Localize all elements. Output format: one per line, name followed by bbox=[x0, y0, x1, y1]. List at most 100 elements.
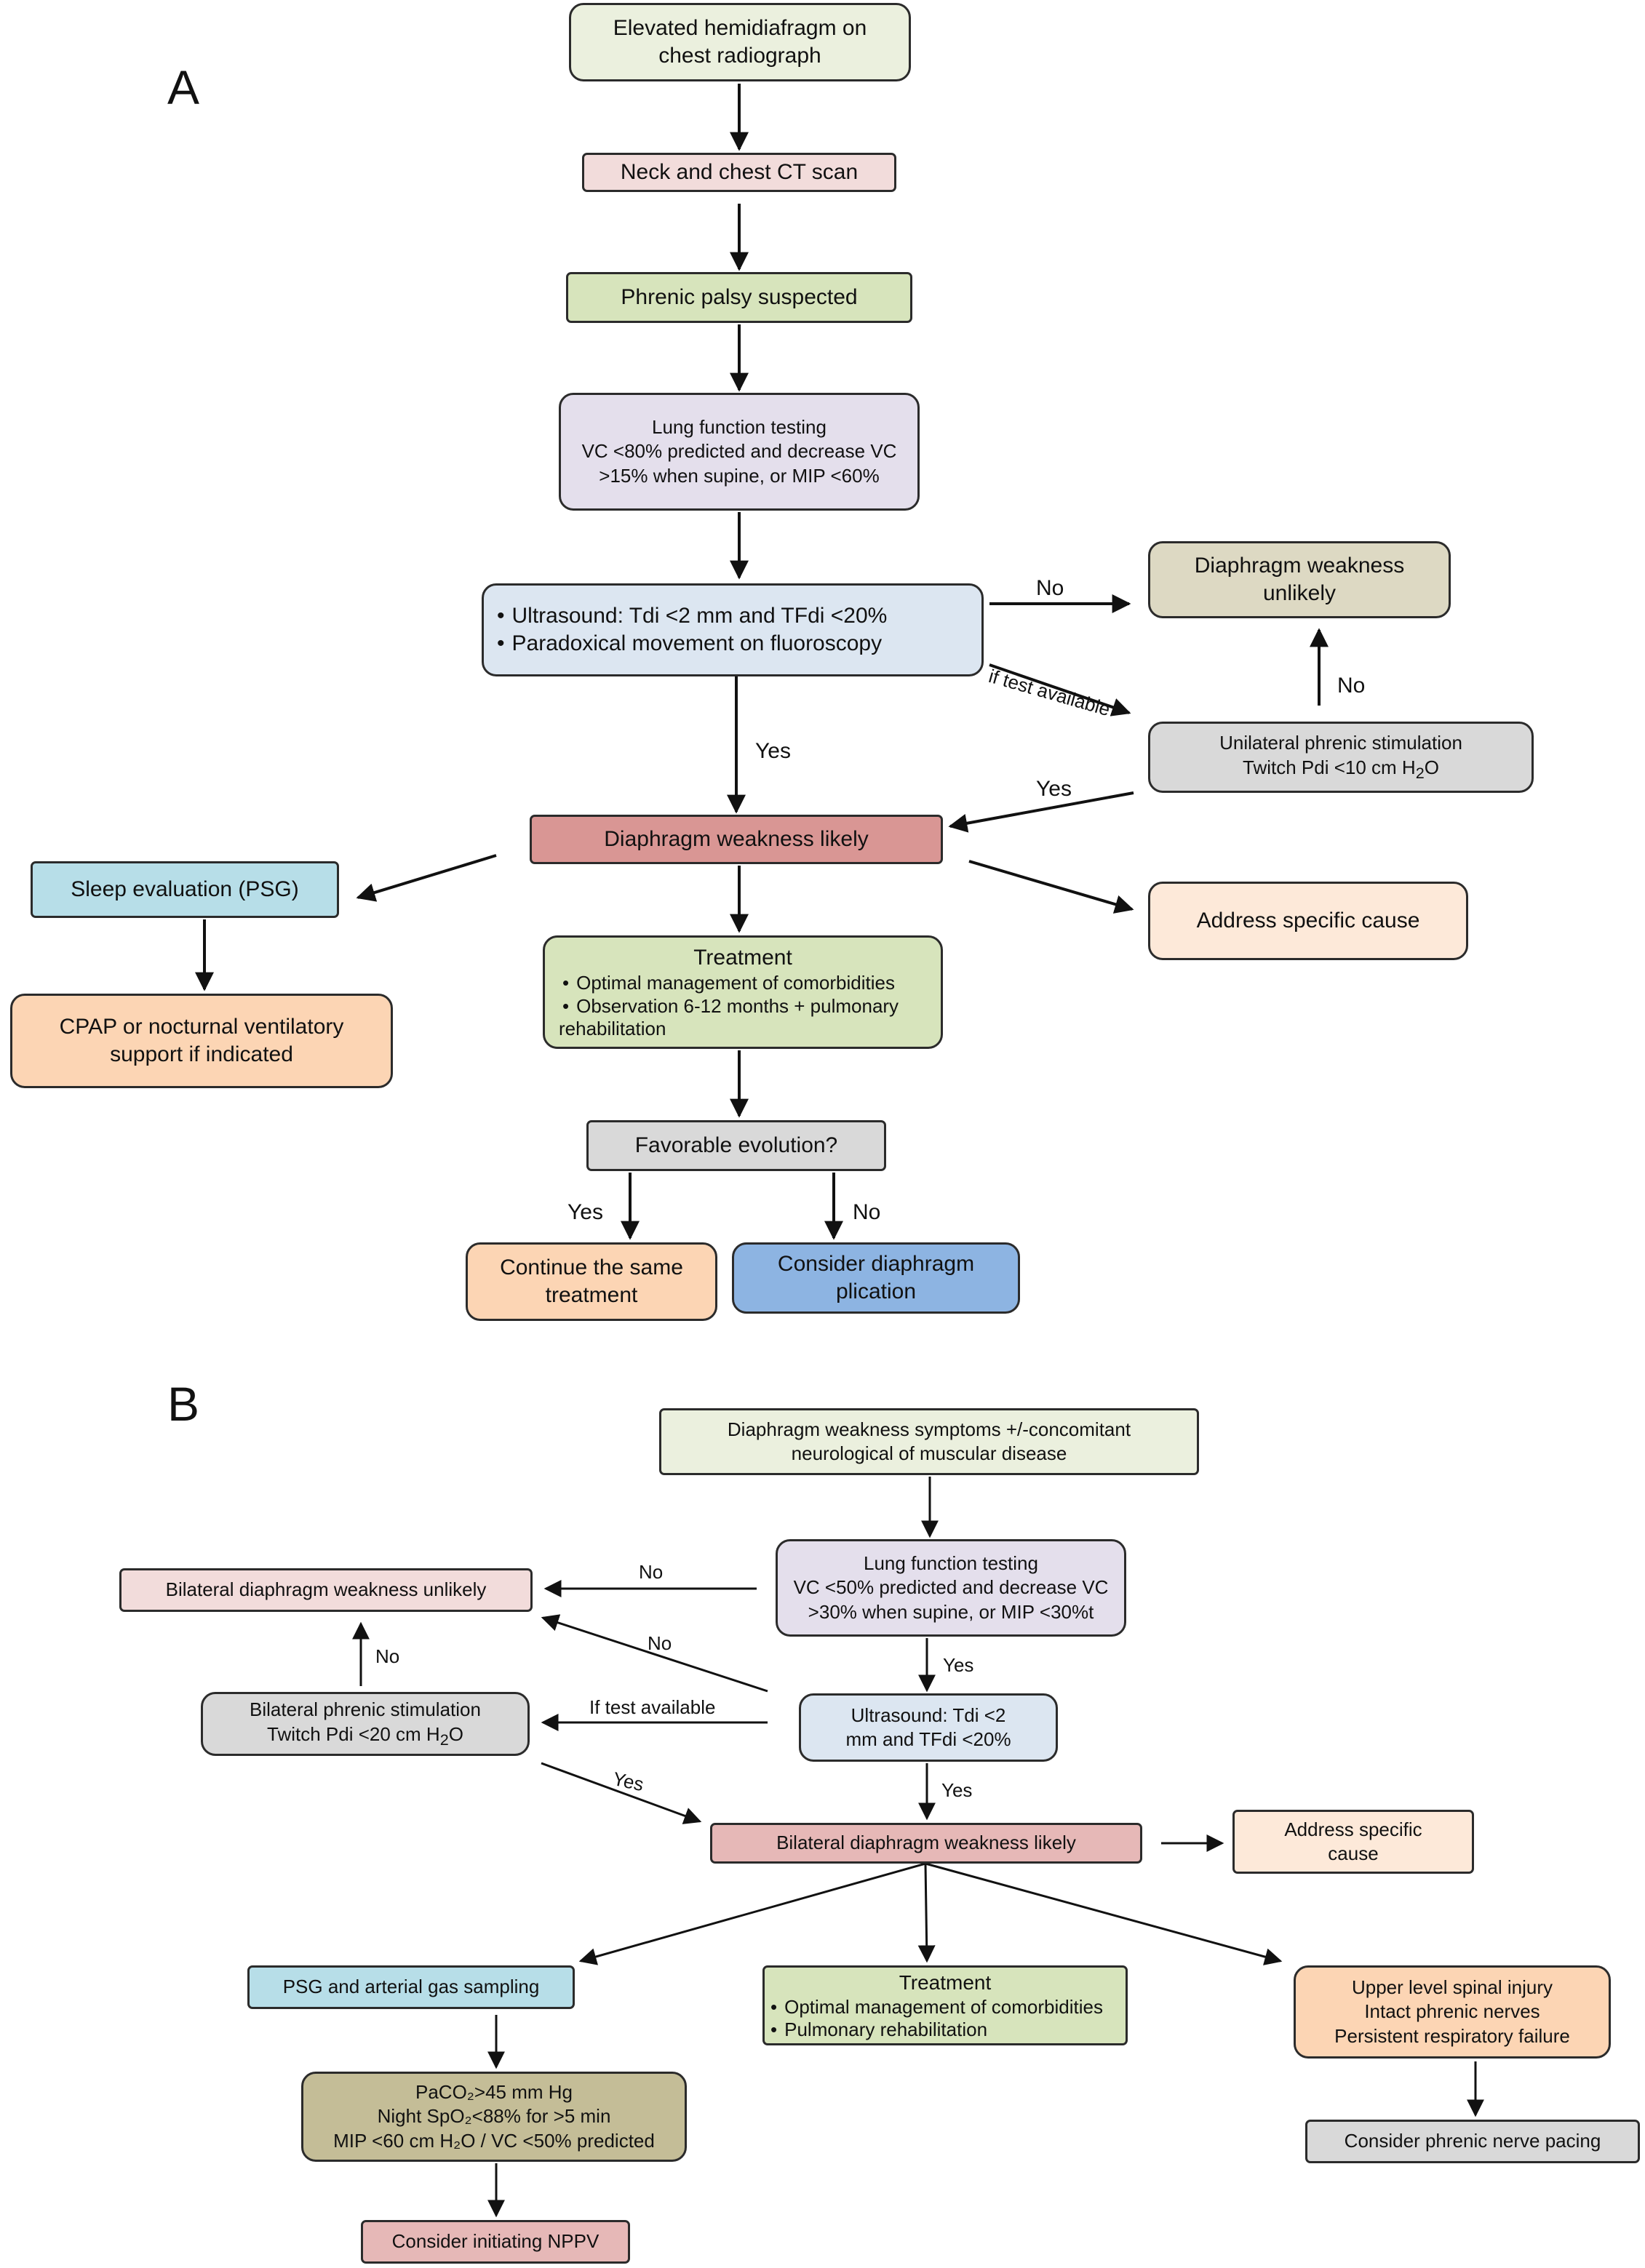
a-continue-line-1: Continue the same bbox=[500, 1255, 683, 1279]
b-gas-line-2: Night SpO₂<88% for >5 min bbox=[377, 2105, 611, 2128]
b-if-test-label: If test available bbox=[589, 1696, 716, 1718]
b-cause-line-2: cause bbox=[1328, 1842, 1379, 1864]
b-start-node: Diaphragm weakness symptoms +/-concomita… bbox=[659, 1408, 1199, 1475]
b-unlikely-label: Bilateral diaphragm weakness unlikely bbox=[165, 1578, 487, 1601]
a-start-node: Elevated hemidiafragm on chest radiograp… bbox=[569, 3, 911, 81]
b-no-label-lft: No bbox=[639, 1561, 664, 1583]
a-cause-label: Address specific cause bbox=[1196, 908, 1420, 933]
a-phrenic-palsy-label: Phrenic palsy suspected bbox=[621, 284, 858, 309]
b-stim-subscript: 2 bbox=[439, 1730, 449, 1749]
b-no-label-stim: No bbox=[375, 1645, 400, 1667]
panel-a-label: A bbox=[167, 60, 200, 114]
b-lft-line-2: VC <50% predicted and decrease VC bbox=[793, 1576, 1109, 1599]
a-stim-line-1: Unilateral phrenic stimulation bbox=[1219, 732, 1462, 754]
a-cpap-line-1: CPAP or nocturnal ventilatory bbox=[59, 1014, 344, 1039]
b-treatment-list: Optimal management of comorbidities Pulm… bbox=[770, 1996, 1103, 2041]
b-stim-line-2: Twitch Pdi <20 cm H2O bbox=[267, 1722, 463, 1750]
b-lft-line-3: >30% when supine, or MIP <30%t bbox=[808, 1600, 1094, 1623]
b-stim-line-1: Bilateral phrenic stimulation bbox=[250, 1698, 481, 1721]
a-no-label-favorable: No bbox=[853, 1200, 881, 1224]
b-treatment-title: Treatment bbox=[899, 1970, 992, 1994]
a-ct-scan-node: Neck and chest CT scan bbox=[582, 153, 896, 192]
a-address-cause-node: Address specific cause bbox=[1148, 882, 1468, 960]
a-treatment-list: Optimal management of comorbidities Obse… bbox=[562, 972, 899, 1017]
arrow-b-likely-treatment bbox=[917, 1863, 936, 1963]
a-stim-line-2: Twitch Pdi <10 cm H2O bbox=[1243, 756, 1439, 783]
a-treatment-item-2: Observation 6-12 months + pulmonary bbox=[562, 995, 899, 1018]
a-treatment-continuation: rehabilitation bbox=[559, 1017, 666, 1039]
a-favorable-evolution-node: Favorable evolution? bbox=[586, 1120, 886, 1171]
a-cpap-node: CPAP or nocturnal ventilatory support if… bbox=[10, 994, 393, 1088]
b-no-label-us: No bbox=[648, 1632, 672, 1654]
b-likely-label: Bilateral diaphragm weakness likely bbox=[776, 1832, 1076, 1854]
b-stim-line-2-unit: O bbox=[448, 1722, 463, 1745]
b-weakness-likely-node: Bilateral diaphragm weakness likely bbox=[710, 1823, 1142, 1864]
a-ultrasound-item-1: Ultrasound: Tdi <2 mm and TFdi <20% bbox=[497, 602, 888, 630]
a-phrenic-palsy-node: Phrenic palsy suspected bbox=[566, 272, 912, 323]
a-likely-label: Diaphragm weakness likely bbox=[604, 826, 869, 851]
arrow-a-likely-cause bbox=[968, 860, 1134, 914]
arrow-b-likely-psg bbox=[578, 1862, 926, 1965]
a-ultrasound-list: Ultrasound: Tdi <2 mm and TFdi <20% Para… bbox=[497, 602, 888, 658]
a-ultrasound-item-2: Paradoxical movement on fluoroscopy bbox=[497, 630, 887, 658]
b-nppv-label: Consider initiating NPPV bbox=[391, 2230, 600, 2253]
b-cause-line-1: Address specific bbox=[1284, 1818, 1422, 1840]
b-start-line-2: neurological of muscular disease bbox=[791, 1442, 1067, 1464]
b-spinal-line-3: Persistent respiratory failure bbox=[1334, 2024, 1570, 2047]
a-ultrasound-node: Ultrasound: Tdi <2 mm and TFdi <20% Para… bbox=[482, 583, 984, 676]
b-psg-label: PSG and arterial gas sampling bbox=[282, 1976, 540, 1998]
a-sleep-evaluation-node: Sleep evaluation (PSG) bbox=[31, 861, 339, 918]
b-pacing-label: Consider phrenic nerve pacing bbox=[1344, 2130, 1601, 2152]
a-weakness-unlikely-node: Diaphragm weakness unlikely bbox=[1148, 541, 1451, 618]
b-gas-line-1: PaCO₂>45 mm Hg bbox=[415, 2081, 573, 2104]
b-nppv-node: Consider initiating NPPV bbox=[361, 2220, 630, 2264]
a-treatment-title: Treatment bbox=[693, 946, 792, 970]
arrow-b-likely-spinal bbox=[925, 1862, 1283, 1965]
arrow-b-stim-likely bbox=[541, 1762, 702, 1824]
a-phrenic-stimulation-node: Unilateral phrenic stimulation Twitch Pd… bbox=[1148, 722, 1534, 793]
a-cpap-line-2: support if indicated bbox=[110, 1042, 293, 1066]
b-us-line-1: Ultrasound: Tdi <2 bbox=[851, 1704, 1006, 1726]
b-spinal-line-1: Upper level spinal injury bbox=[1351, 1976, 1553, 1999]
b-lft-line-1: Lung function testing bbox=[864, 1552, 1038, 1575]
b-gas-criteria-node: PaCO₂>45 mm Hg Night SpO₂<88% for >5 min… bbox=[301, 2072, 687, 2162]
a-unlikely-line-2: unlikely bbox=[1262, 581, 1337, 605]
a-weakness-likely-node: Diaphragm weakness likely bbox=[530, 815, 943, 864]
a-ct-scan-label: Neck and chest CT scan bbox=[620, 159, 859, 184]
a-start-line-2: chest radiograph bbox=[658, 44, 821, 68]
b-ultrasound-node: Ultrasound: Tdi <2 mm and TFdi <20% bbox=[799, 1693, 1058, 1762]
a-yes-label-us: Yes bbox=[755, 739, 791, 763]
b-phrenic-stimulation-node: Bilateral phrenic stimulation Twitch Pdi… bbox=[201, 1692, 530, 1756]
b-spinal-line-2: Intact phrenic nerves bbox=[1364, 2000, 1540, 2023]
a-favorable-label: Favorable evolution? bbox=[634, 1133, 838, 1157]
b-psg-node: PSG and arterial gas sampling bbox=[247, 1965, 575, 2009]
arrow-b-us-unlikely bbox=[541, 1614, 768, 1693]
b-treatment-item-1: Optimal management of comorbidities bbox=[770, 1996, 1103, 2019]
b-yes-label-lft: Yes bbox=[943, 1654, 974, 1676]
a-lft-line-1: Lung function testing bbox=[652, 416, 827, 439]
a-yes-label-stim: Yes bbox=[1036, 777, 1072, 801]
a-plication-node: Consider diaphragm plication bbox=[732, 1242, 1020, 1314]
arrow-a-likely-sleep bbox=[356, 854, 497, 902]
b-lung-function-node: Lung function testing VC <50% predicted … bbox=[776, 1539, 1126, 1637]
b-spinal-injury-node: Upper level spinal injury Intact phrenic… bbox=[1294, 1965, 1611, 2059]
a-continue-treatment-node: Continue the same treatment bbox=[466, 1242, 717, 1321]
a-lft-line-2: VC <80% predicted and decrease VC bbox=[581, 440, 897, 463]
b-yes-label-us: Yes bbox=[941, 1779, 973, 1801]
b-us-line-2: mm and TFdi <20% bbox=[845, 1728, 1011, 1750]
b-gas-line-3: MIP <60 cm H₂O / VC <50% predicted bbox=[333, 2129, 655, 2152]
b-treatment-item-2: Pulmonary rehabilitation bbox=[770, 2019, 1103, 2041]
arrow-a-stim-likely bbox=[948, 791, 1134, 833]
a-plication-line-2: plication bbox=[835, 1279, 917, 1303]
a-no-label-unlikely: No bbox=[1036, 576, 1064, 600]
a-continue-line-2: treatment bbox=[545, 1283, 638, 1307]
a-no-label-stim: No bbox=[1337, 674, 1366, 698]
a-lung-function-node: Lung function testing VC <80% predicted … bbox=[559, 393, 920, 511]
a-stim-line-2-unit: O bbox=[1424, 756, 1439, 778]
a-sleep-label: Sleep evaluation (PSG) bbox=[71, 877, 299, 901]
a-start-line-1: Elevated hemidiafragm on bbox=[613, 15, 867, 40]
a-treatment-node: Treatment Optimal management of comorbid… bbox=[543, 935, 943, 1049]
b-treatment-node: Treatment Optimal management of comorbid… bbox=[762, 1965, 1128, 2045]
b-stim-line-2-text: Twitch Pdi <20 cm H bbox=[267, 1722, 440, 1745]
